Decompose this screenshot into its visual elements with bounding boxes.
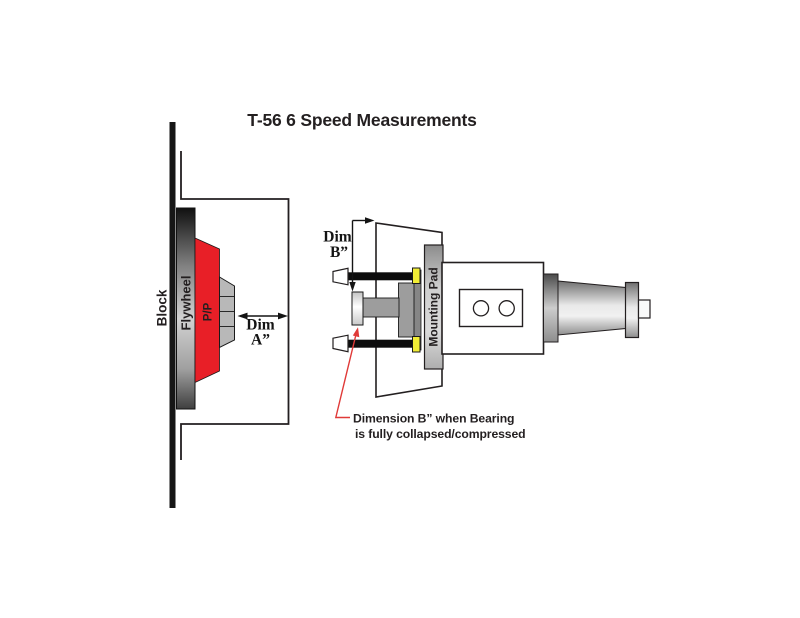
svg-text:Dim: Dim: [323, 229, 352, 246]
bearing-annotation: Dimension B” when Bearing is fully colla…: [353, 412, 526, 442]
stud-upper: [346, 272, 414, 281]
cover-hole-right: [498, 300, 515, 317]
mounting-pad-label: Mounting Pad: [427, 267, 441, 346]
stud-lower: [346, 339, 414, 348]
dim-b-label: Dim B”: [323, 229, 352, 262]
block-label: Block: [155, 289, 170, 326]
svg-text:A”: A”: [251, 332, 270, 349]
output-flange: [624, 281, 640, 339]
bearing-retainer: [398, 282, 415, 338]
nut-lower: [332, 334, 349, 353]
diagram-title: T-56 6 Speed Measurements: [247, 110, 477, 130]
tailhousing-collar: [543, 273, 559, 343]
diaphragm-fingers: [219, 276, 235, 349]
bellhousing-outline: [180, 151, 290, 460]
throwout-bearing: [351, 291, 364, 326]
pressure-plate-label: P/P: [203, 302, 215, 321]
nut-upper: [332, 267, 349, 286]
output-shaft-stub: [637, 299, 651, 319]
washer-lower: [412, 336, 421, 353]
flywheel-label: Flywheel: [179, 276, 194, 331]
bearing-callout-leader: [334, 327, 360, 419]
dim-a-label: Dim A”: [246, 317, 275, 349]
pressure-plate: [194, 237, 220, 384]
cover-hole-left: [472, 300, 490, 317]
input-shaft: [362, 297, 400, 318]
svg-text:Dim: Dim: [246, 317, 275, 334]
washer-upper: [412, 267, 421, 284]
engine-block-line: [169, 122, 176, 508]
tailhousing-taper: [557, 280, 626, 336]
annotation-line2: is fully collapsed/compressed: [355, 427, 526, 441]
dim-b-arrow: [349, 217, 375, 292]
annotation-line1: Dimension B” when Bearing: [353, 412, 514, 426]
dim-a-arrow: [237, 312, 288, 320]
svg-text:B”: B”: [330, 244, 348, 261]
